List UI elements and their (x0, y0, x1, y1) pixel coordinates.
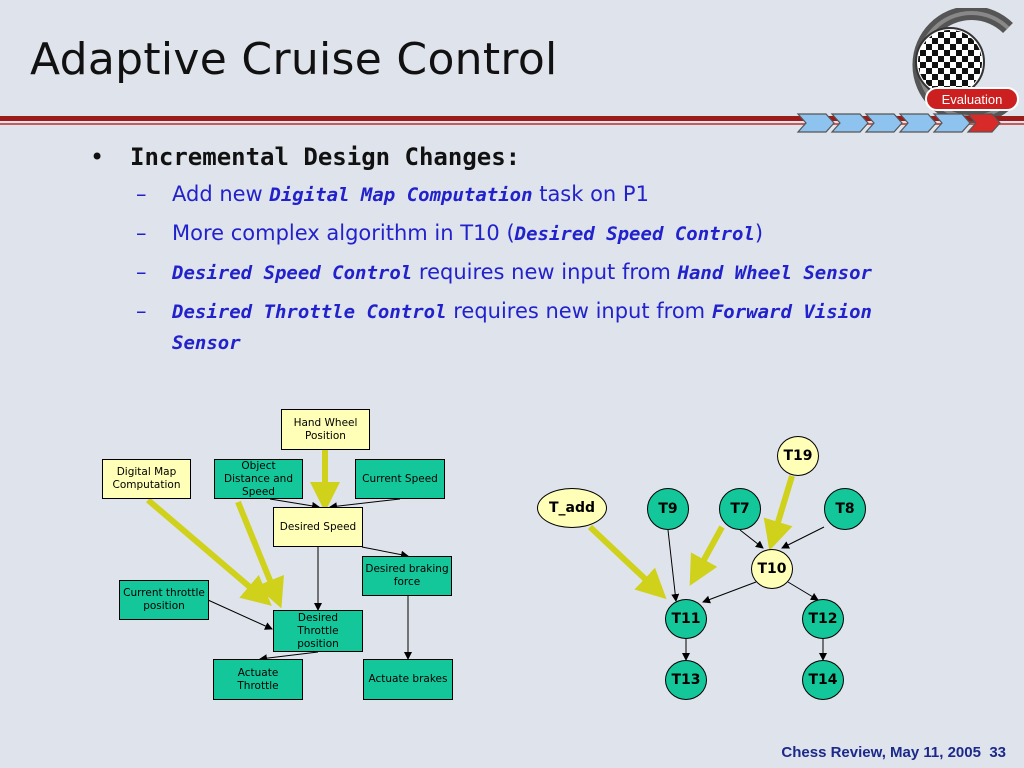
node-t19: T19 (777, 436, 819, 476)
digital-map-computation-box: Digital Map Computation (102, 459, 191, 499)
title-rule (0, 116, 1024, 121)
sub-bullet-4: – Desired Throttle Control requires new … (136, 299, 872, 354)
node-t8: T8 (824, 488, 866, 530)
progress-arrows (796, 113, 1001, 133)
desired-braking-force-box: Desired braking force (362, 556, 452, 596)
node-t11: T11 (665, 599, 707, 639)
chess-logo: Evaluation (912, 8, 1019, 124)
current-throttle-position-box: Current throttle position (119, 580, 209, 620)
logo-label: Evaluation (942, 92, 1003, 107)
node-t13: T13 (665, 660, 707, 700)
actuate-throttle-box: Actuate Throttle (213, 659, 303, 700)
bullet-main: • Incremental Design Changes: (90, 143, 521, 171)
desired-throttle-position-box: Desired Throttle position (273, 610, 363, 652)
sub-bullet-3: – Desired Speed Control requires new inp… (136, 260, 872, 284)
node-t14: T14 (802, 660, 844, 700)
flow-highlight-arrows (146, 450, 340, 609)
title-rule-thin (0, 123, 1024, 125)
node-t-add: T_add (537, 488, 607, 528)
node-t10: T10 (751, 549, 793, 589)
bullet-list: • Incremental Design Changes: – Add new … (84, 143, 964, 366)
object-distance-speed-box: Object Distance and Speed (214, 459, 303, 499)
node-t9: T9 (647, 488, 689, 530)
footer-text: Chess Review, May 11, 2005 (781, 744, 981, 761)
graph-arrows (667, 526, 827, 661)
sub-bullet-2: – More complex algorithm in T10 (Desired… (136, 221, 764, 245)
bullet-main-text: Incremental Design Changes: (130, 143, 521, 171)
node-t12: T12 (802, 599, 844, 639)
desired-speed-box: Desired Speed (273, 507, 363, 547)
page-number: 33 (989, 744, 1006, 761)
slide-footer: Chess Review, May 11, 2005 33 (781, 744, 1006, 761)
slide-title: Adaptive Cruise Control (30, 34, 558, 85)
sub-bullet-1: – Add new Digital Map Computation task o… (136, 182, 649, 206)
node-t7: T7 (719, 488, 761, 530)
graph-highlight-arrows (587, 475, 795, 600)
hand-wheel-position-box: Hand Wheel Position (281, 409, 370, 450)
actuate-brakes-box: Actuate brakes (363, 659, 453, 700)
current-speed-box: Current Speed (355, 459, 445, 499)
